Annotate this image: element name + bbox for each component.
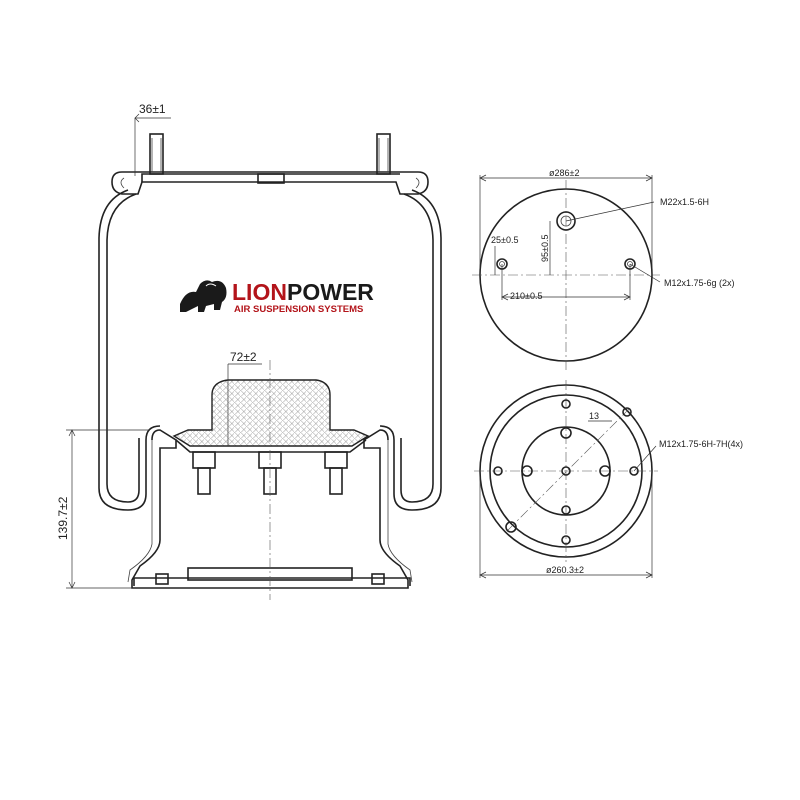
- brand-name-lion: LION: [232, 279, 287, 305]
- top-stud-right: [376, 133, 391, 175]
- angle-label: 13: [589, 411, 599, 421]
- bottom-view: 13 M12x1.75-6H-7H(4x) ø260.3±2: [474, 380, 743, 579]
- dimension-height: 139.7±2: [56, 429, 150, 589]
- height-label: 139.7±2: [56, 496, 70, 540]
- dimension-piston-width: 72±2: [227, 350, 262, 446]
- dimension-stud-width: 36±1: [134, 102, 171, 176]
- piston-cap-section: [172, 379, 370, 453]
- hole-offset-label: 25±0.5: [491, 235, 518, 245]
- bottom-hole-pattern: [493, 399, 639, 545]
- lion-power-logo: LION POWER AIR SUSPENSION SYSTEMS: [180, 279, 374, 315]
- bolt-left: [192, 451, 216, 495]
- top-diameter-label: ø286±2: [549, 168, 579, 178]
- bottom-diameter-label: ø260.3±2: [546, 565, 584, 575]
- offset-label: 95±0.5: [540, 235, 550, 262]
- center-thread-label: M22x1.5-6H: [660, 197, 709, 207]
- bolt-right: [324, 451, 348, 495]
- side-view: 36±1 72±2 139.7±2 LION POWER AIR SUSPENS…: [56, 102, 442, 600]
- brand-name-power: POWER: [287, 279, 374, 305]
- piston-width-label: 72±2: [230, 350, 257, 364]
- bottom-thread-label: M12x1.75-6H-7H(4x): [659, 439, 743, 449]
- top-stud-left: [149, 133, 164, 175]
- center-thread-hole: [556, 211, 576, 231]
- lion-icon: [180, 280, 227, 312]
- bolt-spacing-label: 210±0.5: [510, 291, 542, 301]
- stud-width-label: 36±1: [139, 102, 166, 116]
- brand-tagline: AIR SUSPENSION SYSTEMS: [234, 304, 363, 315]
- top-view: ø286±2 M22x1.5-6H 95±0.5 25±0.5 210±0.5 …: [472, 168, 735, 370]
- side-thread-label: M12x1.75-6g (2x): [664, 278, 735, 288]
